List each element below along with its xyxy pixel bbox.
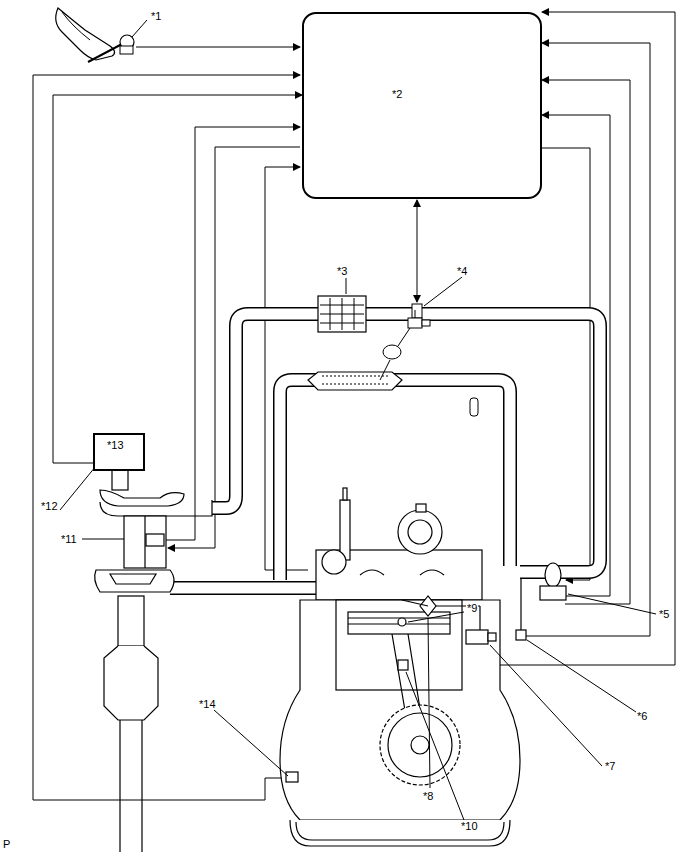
callout-number: *14 [198, 698, 217, 710]
egr-cooler [308, 310, 478, 416]
callout-number: *12 [40, 500, 59, 512]
callout-number: *7 [604, 760, 616, 772]
ecu-box: *2 [302, 12, 542, 199]
figure-code: P [2, 838, 11, 850]
turbocharger [95, 470, 212, 852]
callout-number: *10 [460, 820, 479, 832]
engine-block [280, 488, 520, 846]
callout-number: *13 [107, 439, 124, 451]
signal-wires [33, 12, 675, 800]
callout-number: *3 [336, 265, 348, 277]
callout-number: *5 [658, 608, 670, 620]
intercooler [318, 296, 422, 332]
callout-number: *1 [150, 10, 162, 22]
callout-number: *8 [422, 790, 434, 802]
air-cleaner-box: *13 [93, 433, 145, 471]
callout-number: *2 [392, 88, 402, 100]
callout-number: *9 [466, 602, 478, 614]
intake-pipe [170, 314, 600, 588]
callout-number: *6 [636, 710, 648, 722]
callout-number: *4 [456, 265, 468, 277]
accelerator-pedal [56, 8, 134, 62]
callout-number: *11 [60, 533, 78, 545]
egr-valve-and-sensors [402, 563, 566, 644]
signal-wire [53, 95, 302, 463]
